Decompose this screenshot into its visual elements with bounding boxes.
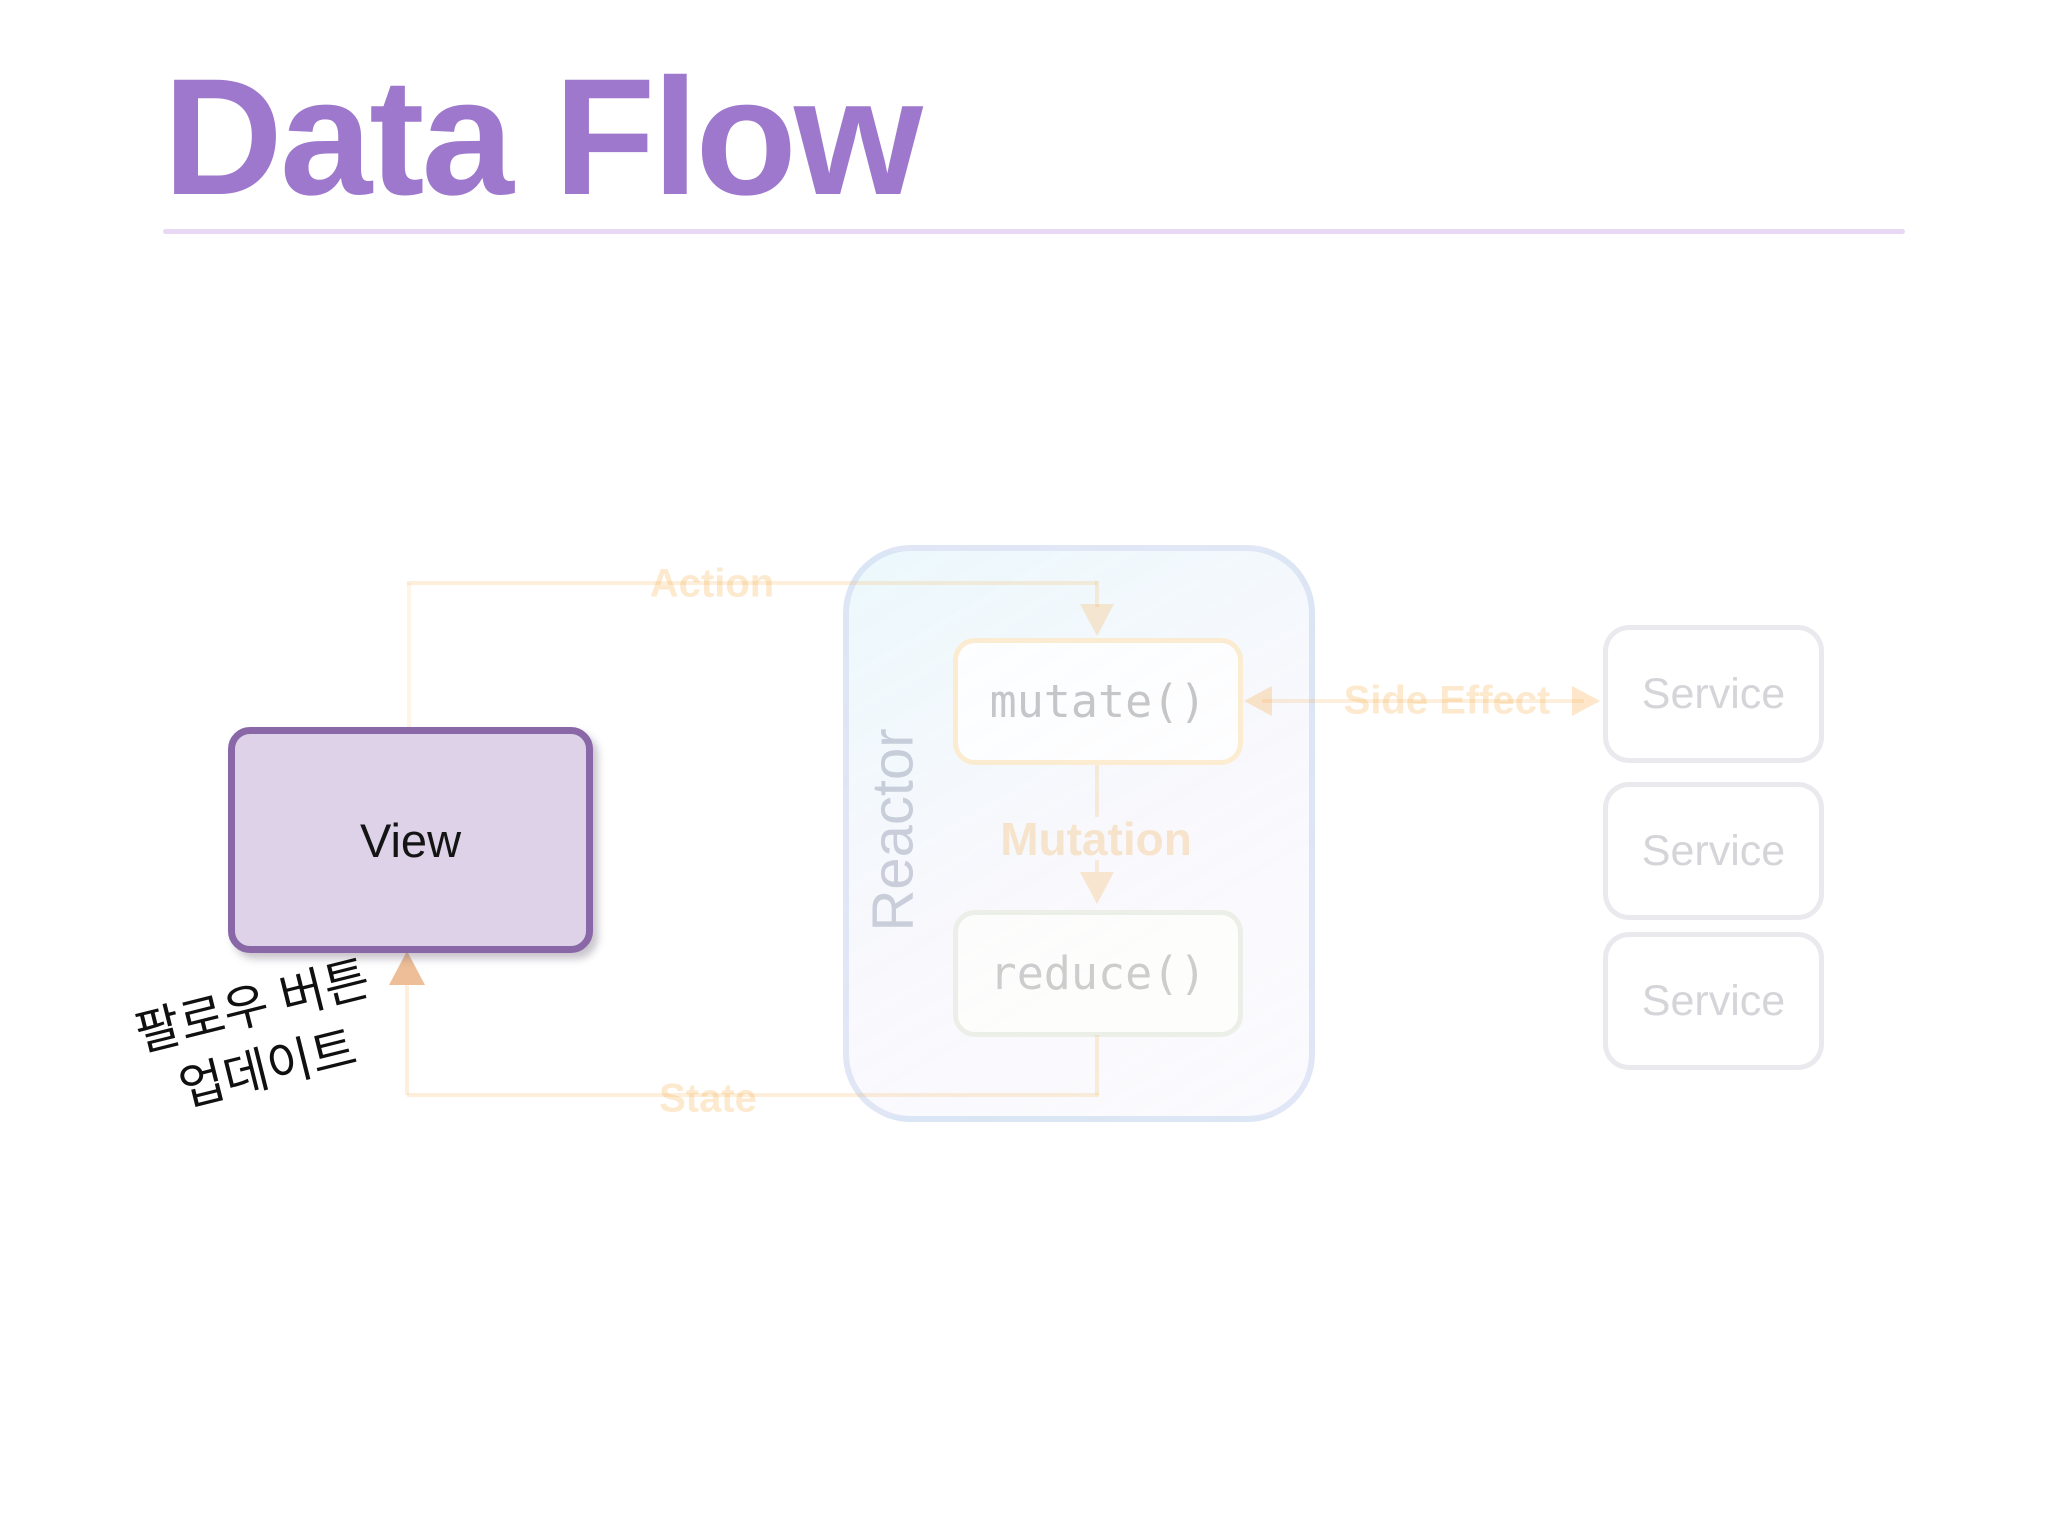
slide-title: Data Flow [163,45,923,230]
action-label: Action [649,561,775,606]
service-box-2: Service [1603,782,1824,920]
view-box: View [228,727,593,953]
side-effect-line [1262,699,1584,703]
state-line-vertical-left [405,985,409,1095]
action-line-vertical [407,583,411,727]
side-effect-right-arrowhead-icon [1572,686,1600,716]
mutation-line-upper [1095,765,1099,817]
reactor-label: Reactor [860,728,926,932]
service-box-1: Service [1603,625,1824,763]
service-box-3: Service [1603,932,1824,1070]
action-line-horizontal [407,581,1097,585]
side-effect-left-arrowhead-icon [1244,686,1272,716]
annotation-text: 팔로우 버튼 업데이트 [73,934,448,1143]
state-label: State [659,1076,757,1121]
state-line-horizontal [407,1093,1099,1097]
mutation-arrowhead-icon [1080,872,1114,904]
reduce-box: reduce() [953,910,1243,1037]
state-arrowhead-icon [389,951,425,985]
state-line-vertical-right [1095,1035,1099,1095]
side-effect-label: Side Effect [1343,678,1551,723]
mutation-label: Mutation [1000,813,1192,865]
mutation-line-lower [1095,860,1099,872]
title-underline [163,229,1905,234]
action-arrowhead-icon [1080,604,1114,636]
action-arrow-stem [1095,581,1099,607]
mutate-box: mutate() [953,638,1243,765]
